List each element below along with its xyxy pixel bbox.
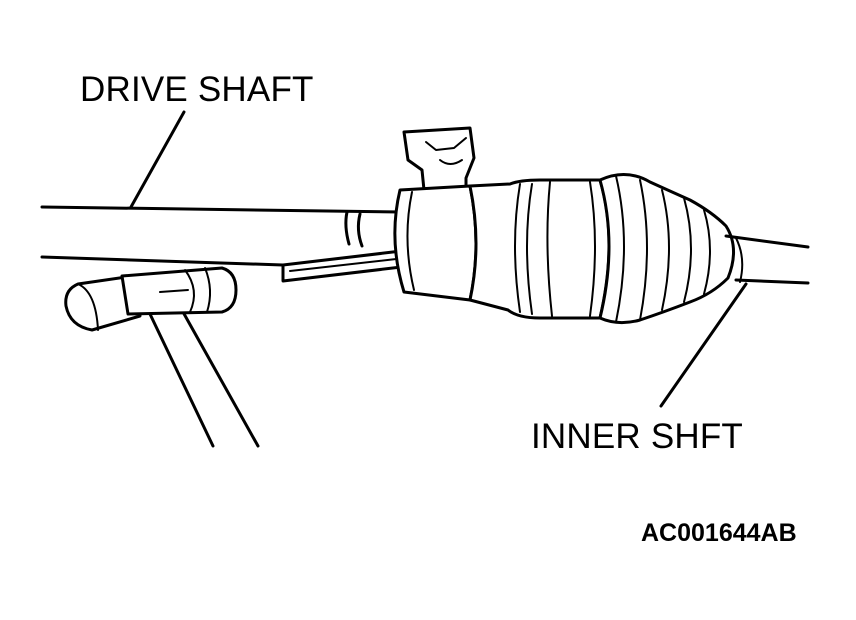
drive-shaft (40, 205, 402, 267)
inner-shaft-label: INNER SHFT (531, 417, 743, 456)
inner-shaft (724, 234, 810, 285)
figure-code: AC001644AB (641, 519, 797, 547)
inner-joint-housing (393, 126, 611, 320)
drive-shaft-label: DRIVE SHAFT (80, 70, 314, 109)
pry-bar (281, 248, 412, 283)
hammer (64, 266, 260, 448)
boot-bellows (598, 173, 735, 325)
leader-line-inner-shaft (659, 282, 748, 408)
leader-line-drive-shaft (129, 110, 186, 209)
